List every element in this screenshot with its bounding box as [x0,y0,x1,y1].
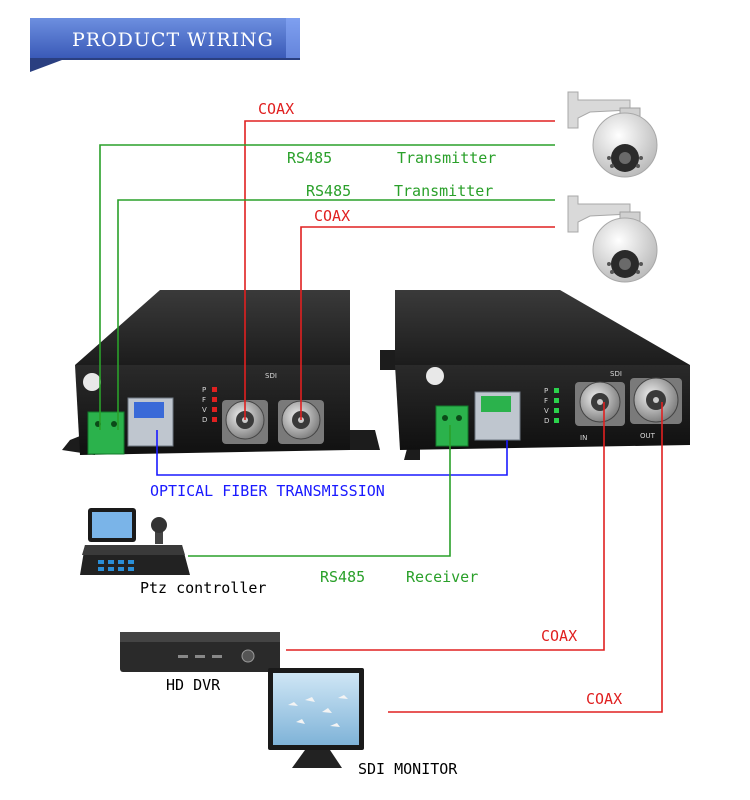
label-coax-top: COAX [258,100,294,118]
led-column-tx: P F V D [202,386,217,424]
led-label-tx-d: D [202,416,207,424]
ptz-controller-device [80,508,190,575]
led-label-tx-p: P [202,386,206,394]
bnc-connector-rx-out: OUT [630,377,682,440]
ptz-camera-1 [567,91,658,178]
rs485-wire-camera-2 [117,199,555,430]
coax-wire-monitor [388,402,663,713]
sdi-label-rx: SDI [610,370,622,378]
coax-wire-camera-2 [300,226,555,420]
label-ptz-controller: Ptz controller [140,579,266,597]
sdi-monitor-device [268,668,364,768]
coax-wire-camera-1 [244,120,555,420]
coax-wire-dvr [286,402,605,651]
optical-fiber-wire [156,430,508,476]
label-optical-fiber: OPTICAL FIBER TRANSMISSION [150,482,385,500]
label-rs485-rx: RS485 [320,568,365,586]
led-label-tx-v: V [202,406,207,414]
led-label-rx-f: F [544,397,548,405]
bnc-connector-rx-in: IN [575,381,625,442]
label-hd-dvr: HD DVR [166,676,221,694]
label-coax-mid: COAX [314,207,350,225]
led-label-rx-d: D [544,417,549,425]
rs485-wire-camera-1 [99,144,555,430]
rs485-wire-controller [188,425,451,557]
label-transmitter-2: Transmitter [394,182,493,200]
led-column-rx: P F V D [544,387,559,425]
led-label-rx-v: V [544,407,549,415]
label-coax-dvr: COAX [541,627,577,645]
label-sdi-monitor: SDI MONITOR [358,760,458,778]
label-rs485-tx-2: RS485 [306,182,351,200]
label-receiver: Receiver [406,568,478,586]
banner-title: PRODUCT WIRING [72,29,274,51]
sdi-label-tx: SDI [265,372,277,380]
hd-dvr-device [120,632,280,672]
led-label-tx-f: F [202,396,206,404]
transmitter-unit: SDI P F V D [62,290,380,455]
label-coax-monitor: COAX [586,690,622,708]
bnc-connector-tx-2 [278,400,324,444]
receiver-unit: SDI P F V D IN OUT [380,290,690,460]
banner: PRODUCT WIRING [30,18,300,72]
port-label-out: OUT [640,432,656,440]
label-transmitter-1: Transmitter [397,149,496,167]
led-label-rx-p: P [544,387,548,395]
label-rs485-tx-1: RS485 [287,149,332,167]
port-label-in: IN [580,434,587,442]
ptz-camera-2 [567,195,658,283]
